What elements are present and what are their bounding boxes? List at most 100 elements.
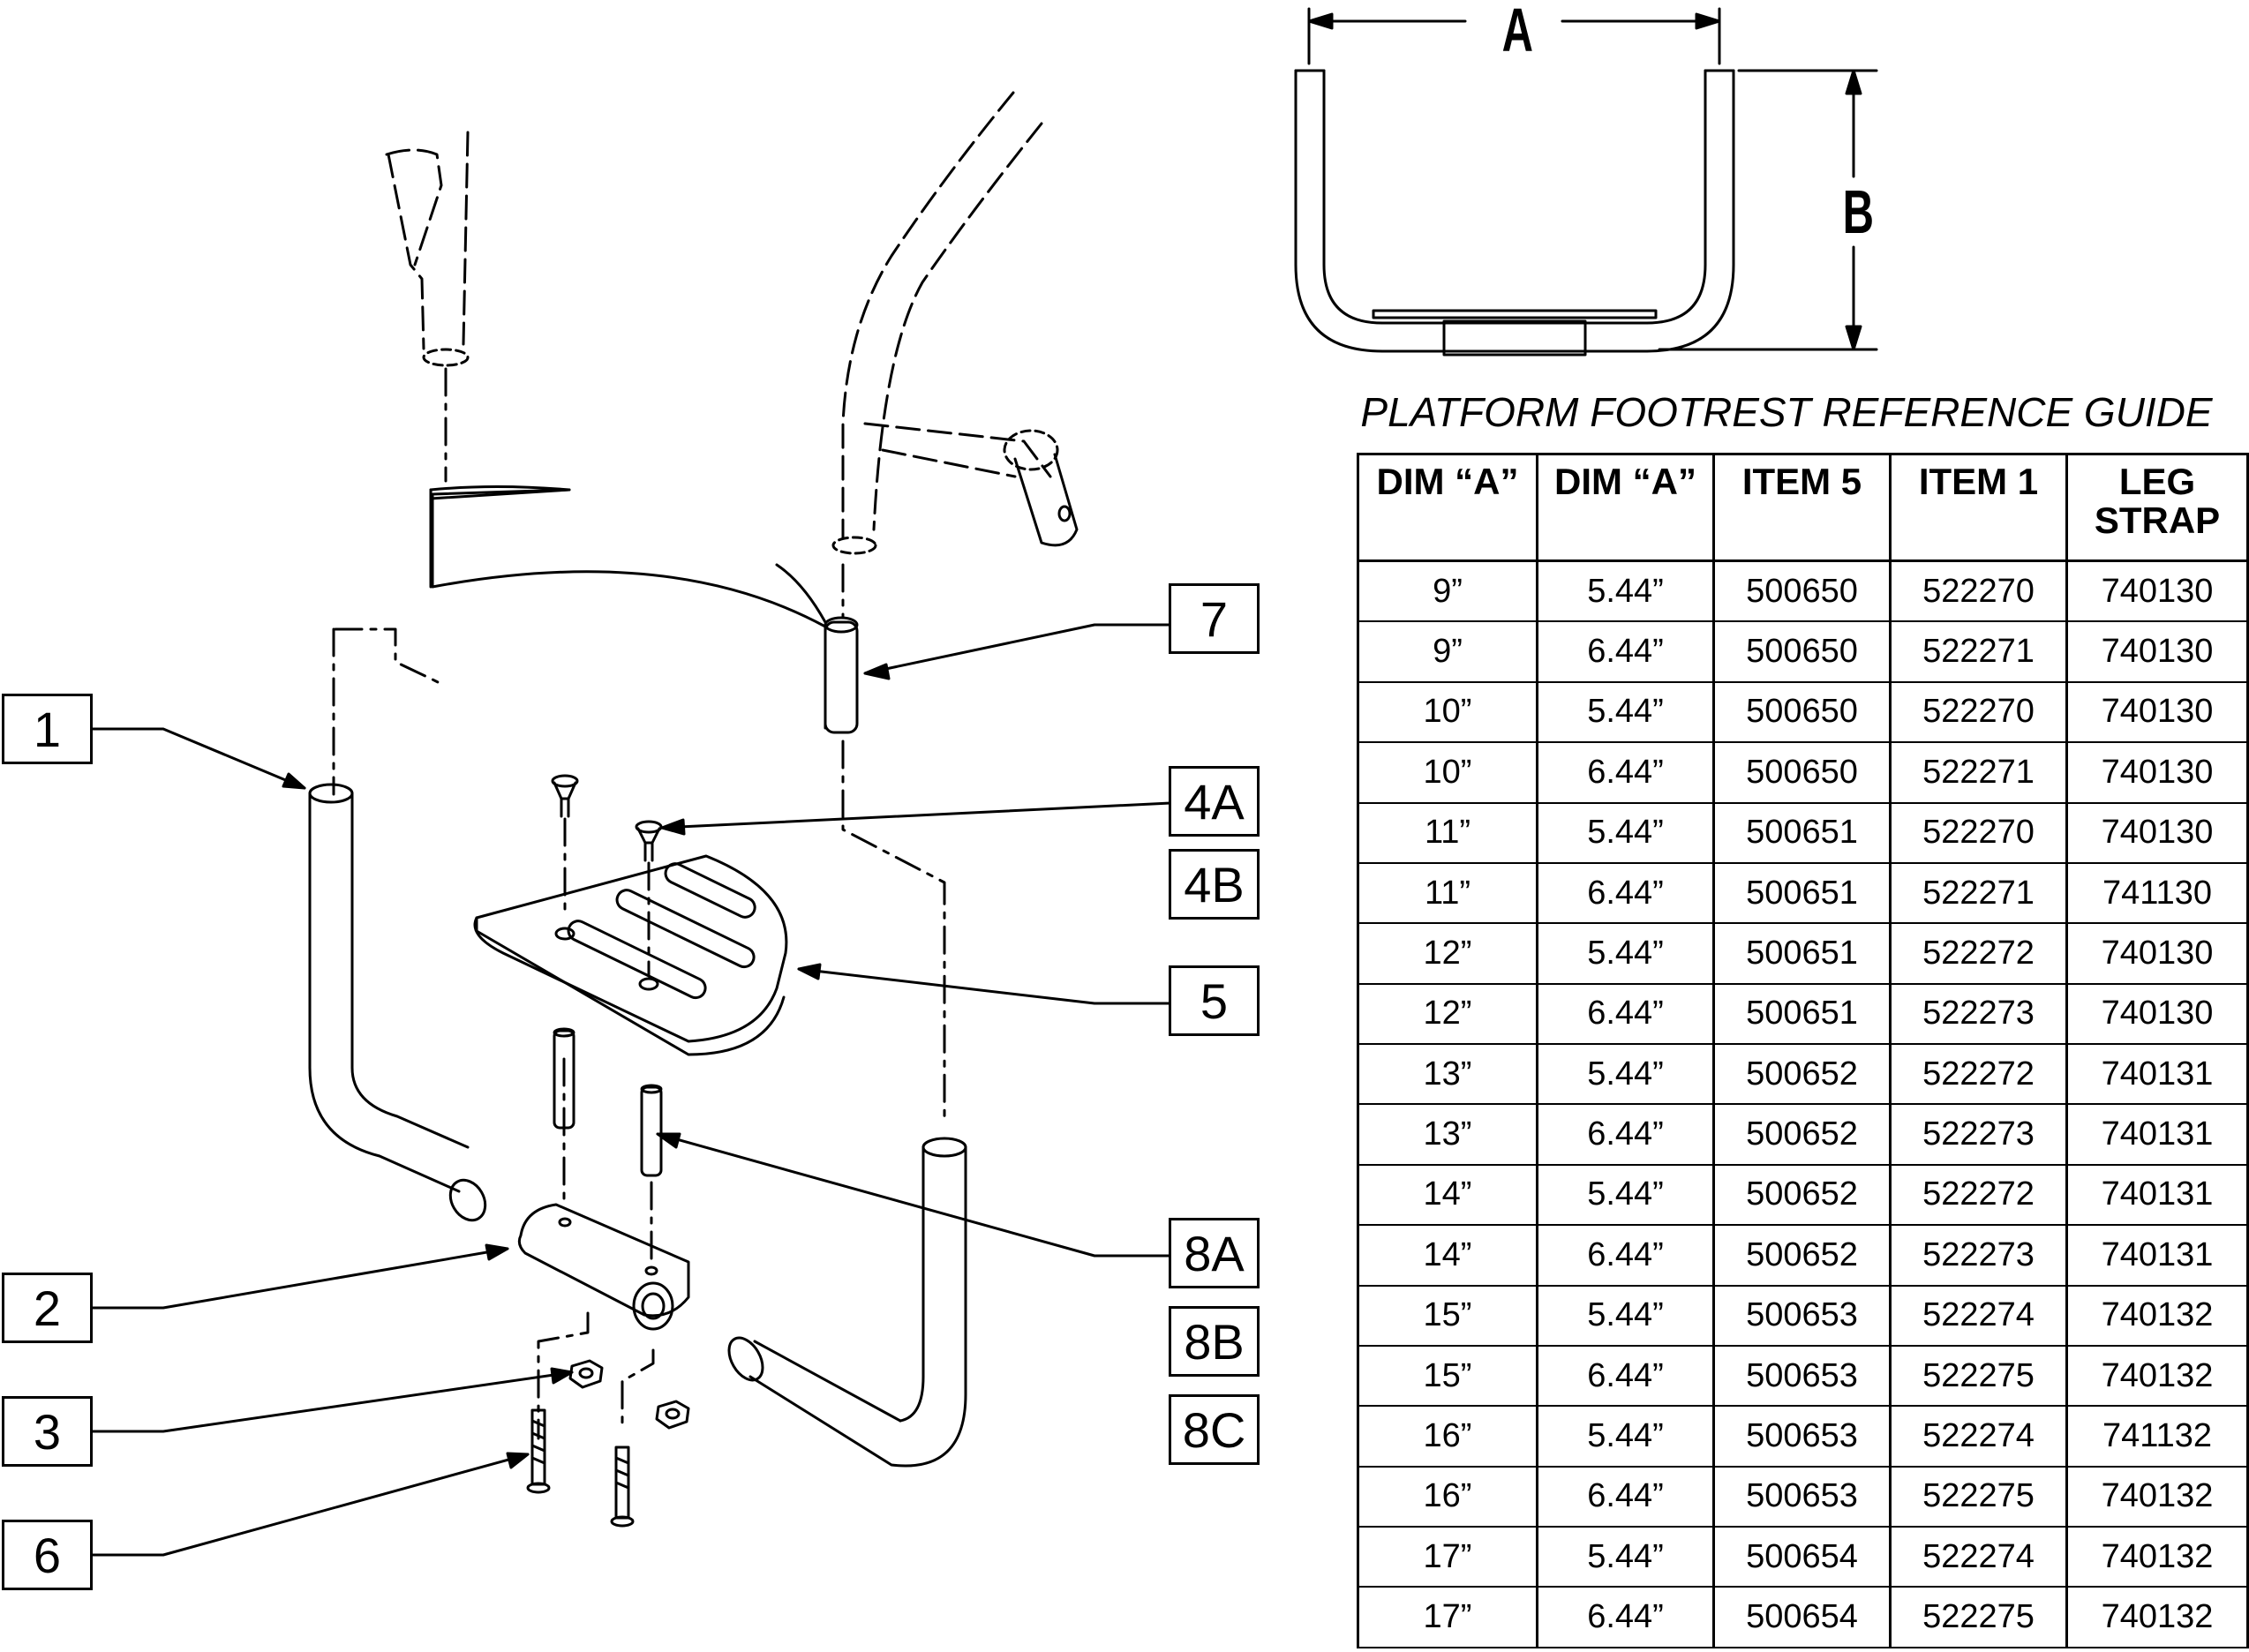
table-cell: 11” bbox=[1357, 801, 1538, 864]
table-cell: 6.44” bbox=[1536, 982, 1715, 1046]
table-cell: 740132 bbox=[2065, 1284, 2249, 1347]
table-cell: 500652 bbox=[1712, 1103, 1892, 1166]
header-dim-a-2: DIM “A” bbox=[1536, 453, 1715, 562]
table-cell: 6.44” bbox=[1536, 620, 1715, 683]
table-cell: 500651 bbox=[1712, 861, 1892, 925]
table-cell: 522272 bbox=[1889, 922, 2068, 985]
callout-4b: 4B bbox=[1169, 849, 1260, 920]
table-cell: 5.44” bbox=[1536, 922, 1715, 985]
table-cell: 740130 bbox=[2065, 982, 2249, 1046]
callout-8c: 8C bbox=[1169, 1394, 1260, 1465]
table-cell: 741130 bbox=[2065, 861, 2249, 925]
table-cell: 500650 bbox=[1712, 559, 1892, 623]
table-cell: 500650 bbox=[1712, 680, 1892, 744]
table-cell: 500653 bbox=[1712, 1284, 1892, 1347]
dimension-b-label: B bbox=[1842, 177, 1874, 246]
table-cell: 6.44” bbox=[1536, 1465, 1715, 1528]
table-cell: 522272 bbox=[1889, 1163, 2068, 1227]
table-cell: 12” bbox=[1357, 982, 1538, 1046]
callout-5: 5 bbox=[1169, 965, 1260, 1036]
table-cell: 500650 bbox=[1712, 620, 1892, 683]
table-cell: 14” bbox=[1357, 1163, 1538, 1227]
callout-8b: 8B bbox=[1169, 1306, 1260, 1377]
table-cell: 500653 bbox=[1712, 1405, 1892, 1468]
table-cell: 741132 bbox=[2065, 1405, 2249, 1468]
table-cell: 5.44” bbox=[1536, 801, 1715, 864]
table-cell: 13” bbox=[1357, 1043, 1538, 1106]
table-cell: 13” bbox=[1357, 1103, 1538, 1166]
table-cell: 500654 bbox=[1712, 1526, 1892, 1588]
table-cell: 740131 bbox=[2065, 1163, 2249, 1227]
table-cell: 5.44” bbox=[1536, 1405, 1715, 1468]
table-cell: 522273 bbox=[1889, 1224, 2068, 1287]
header-item-1: ITEM 1 bbox=[1889, 453, 2068, 562]
table-cell: 522270 bbox=[1889, 680, 2068, 744]
callout-8a: 8A bbox=[1169, 1218, 1260, 1288]
table-cell: 9” bbox=[1357, 620, 1538, 683]
table-cell: 740132 bbox=[2065, 1526, 2249, 1588]
table-cell: 500651 bbox=[1712, 801, 1892, 864]
callout-6: 6 bbox=[2, 1520, 93, 1590]
table-cell: 522274 bbox=[1889, 1526, 2068, 1588]
table-cell: 500651 bbox=[1712, 982, 1892, 1046]
table-cell: 10” bbox=[1357, 680, 1538, 744]
table-cell: 740132 bbox=[2065, 1465, 2249, 1528]
table-title: PLATFORM FOOTREST REFERENCE GUIDE bbox=[1360, 389, 2213, 435]
table-cell: 15” bbox=[1357, 1284, 1538, 1347]
callout-1: 1 bbox=[2, 694, 93, 764]
table-cell: 6.44” bbox=[1536, 1224, 1715, 1287]
table-cell: 500650 bbox=[1712, 741, 1892, 804]
header-item-5: ITEM 5 bbox=[1712, 453, 1892, 562]
footrest-dimension-sketch bbox=[1294, 7, 1878, 357]
table-cell: 740130 bbox=[2065, 620, 2249, 683]
table-cell: 6.44” bbox=[1536, 1344, 1715, 1408]
table-cell: 5.44” bbox=[1536, 1043, 1715, 1106]
table-cell: 5.44” bbox=[1536, 1163, 1715, 1227]
table-header-row: DIM “A” DIM “A” ITEM 5 ITEM 1 LEG STRAP bbox=[1357, 453, 2249, 562]
table-cell: 522275 bbox=[1889, 1465, 2068, 1528]
table-cell: 500653 bbox=[1712, 1465, 1892, 1528]
table-cell: 740130 bbox=[2065, 922, 2249, 985]
table-cell: 14” bbox=[1357, 1224, 1538, 1287]
table-cell: 9” bbox=[1357, 559, 1538, 623]
table-cell: 522274 bbox=[1889, 1405, 2068, 1468]
reference-table: DIM “A” DIM “A” ITEM 5 ITEM 1 LEG STRAP … bbox=[1357, 453, 2249, 1648]
table-cell: 500652 bbox=[1712, 1043, 1892, 1106]
table-cell: 500653 bbox=[1712, 1344, 1892, 1408]
table-cell: 16” bbox=[1357, 1465, 1538, 1528]
table-cell: 522271 bbox=[1889, 620, 2068, 683]
callout-7: 7 bbox=[1169, 583, 1260, 654]
leader-lines bbox=[91, 623, 1172, 1557]
table-cell: 522270 bbox=[1889, 559, 2068, 623]
table-cell: 16” bbox=[1357, 1405, 1538, 1468]
table-cell: 6.44” bbox=[1536, 861, 1715, 925]
table-cell: 5.44” bbox=[1536, 680, 1715, 744]
table-cell: 522270 bbox=[1889, 801, 2068, 864]
callout-3: 3 bbox=[2, 1396, 93, 1467]
table-cell: 740132 bbox=[2065, 1344, 2249, 1408]
table-cell: 740131 bbox=[2065, 1224, 2249, 1287]
table-cell: 17” bbox=[1357, 1526, 1538, 1588]
table-cell: 10” bbox=[1357, 741, 1538, 804]
table-cell: 15” bbox=[1357, 1344, 1538, 1408]
table-cell: 522271 bbox=[1889, 741, 2068, 804]
table-cell: 500652 bbox=[1712, 1163, 1892, 1227]
